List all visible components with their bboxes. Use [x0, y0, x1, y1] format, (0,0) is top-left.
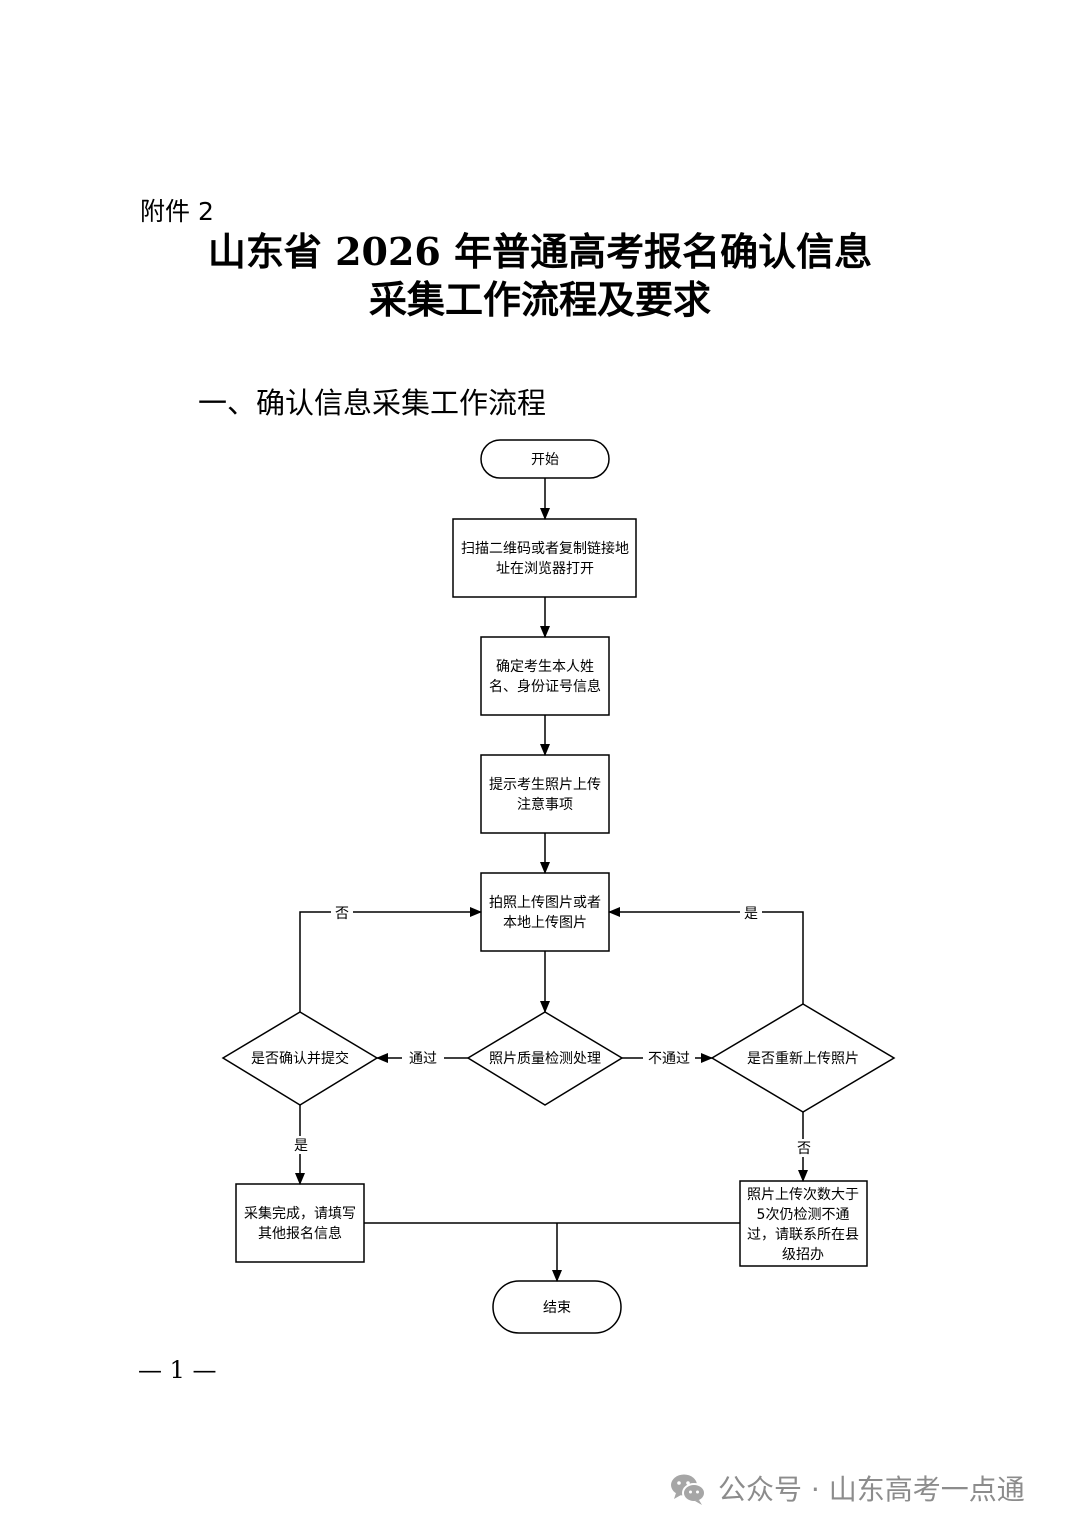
watermark: 公众号 · 山东高考一点通: [668, 1468, 1025, 1508]
collection-complete-line2: 其他报名信息: [258, 1225, 342, 1242]
upload-tips-line1: 提示考生照片上传: [489, 777, 601, 793]
end-label: 结束: [543, 1300, 571, 1316]
contact-office-line2: 5次仍检测不通: [757, 1207, 850, 1223]
attachment-label: 附件 2: [140, 197, 214, 226]
pass-label: 通过: [409, 1051, 437, 1067]
upload-photo-line2: 本地上传图片: [503, 915, 587, 931]
reupload-yes-label: 是: [744, 906, 758, 922]
confirm-identity-box: [480, 636, 610, 716]
collection-complete-box: [235, 1183, 365, 1263]
start-label: 开始: [531, 452, 559, 468]
upload-tips-box: [480, 754, 610, 834]
contact-office-line4: 级招办: [782, 1247, 824, 1263]
scan-step-box: [452, 518, 637, 598]
arrow-submit-no-loop: [299, 907, 482, 1012]
page-number: — 1 —: [138, 1356, 217, 1384]
fail-label: 不通过: [648, 1051, 690, 1067]
reupload-no-label: 否: [797, 1141, 811, 1157]
confirm-identity-line1: 确定考生本人姓: [496, 659, 594, 675]
confirm-identity-line2: 名、身份证号信息: [489, 678, 601, 695]
quality-check-label: 照片质量检测处理: [489, 1051, 601, 1067]
arrow-reupload-yes-loop: [608, 907, 804, 1004]
contact-office-box: [739, 1180, 868, 1267]
wechat-icon: [671, 1474, 706, 1505]
upload-photo-line1: 拍照上传图片或者: [489, 895, 601, 911]
section-heading: 一、确认信息采集工作流程: [198, 386, 547, 420]
contact-office-line1: 照片上传次数大于: [747, 1187, 859, 1203]
scan-step-line2: 址在浏览器打开: [496, 560, 594, 577]
reupload-label: 是否重新上传照片: [747, 1051, 859, 1067]
upload-tips-line2: 注意事项: [517, 796, 573, 813]
document-title-line1: 山东省 2026 年普通高考报名确认信息: [207, 229, 873, 274]
scan-step-line1: 扫描二维码或者复制链接地: [461, 540, 629, 557]
submit-yes-label: 是: [294, 1138, 308, 1154]
upload-photo-box: [480, 872, 610, 952]
submit-no-label: 否: [335, 906, 349, 922]
collection-complete-line1: 采集完成，请填写: [244, 1205, 356, 1222]
contact-office-line3: 过，请联系所在县: [747, 1227, 859, 1243]
watermark-text: 公众号 · 山东高考一点通: [718, 1473, 1025, 1506]
document-title-line2: 采集工作流程及要求: [368, 277, 711, 322]
quality-check-decision: [466, 1011, 624, 1106]
confirm-submit-label: 是否确认并提交: [251, 1050, 349, 1067]
